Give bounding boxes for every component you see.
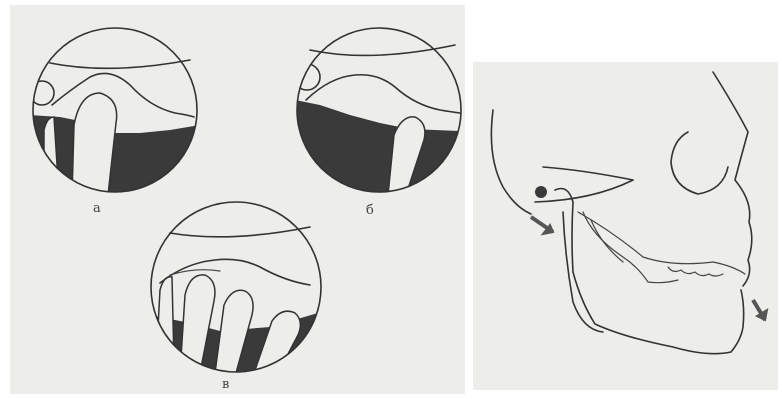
detail-circle-b xyxy=(294,28,461,205)
condyle-dot xyxy=(535,186,547,198)
chin-arrow-icon xyxy=(753,300,767,320)
skull-profile-panel xyxy=(473,62,778,390)
detail-circle-c xyxy=(150,202,325,375)
orbit-outline xyxy=(671,132,728,194)
condyle-arrow-icon xyxy=(531,217,553,234)
cranium-outline xyxy=(491,110,531,214)
detail-circle-a xyxy=(30,28,200,205)
caption-v: в xyxy=(222,377,229,392)
joint-detail-panel: а б в xyxy=(10,5,465,394)
caption-b: б xyxy=(366,203,374,218)
caption-a: а xyxy=(93,201,101,216)
joint-detail-drawings xyxy=(10,5,465,394)
skull-profile-drawing xyxy=(473,62,778,390)
